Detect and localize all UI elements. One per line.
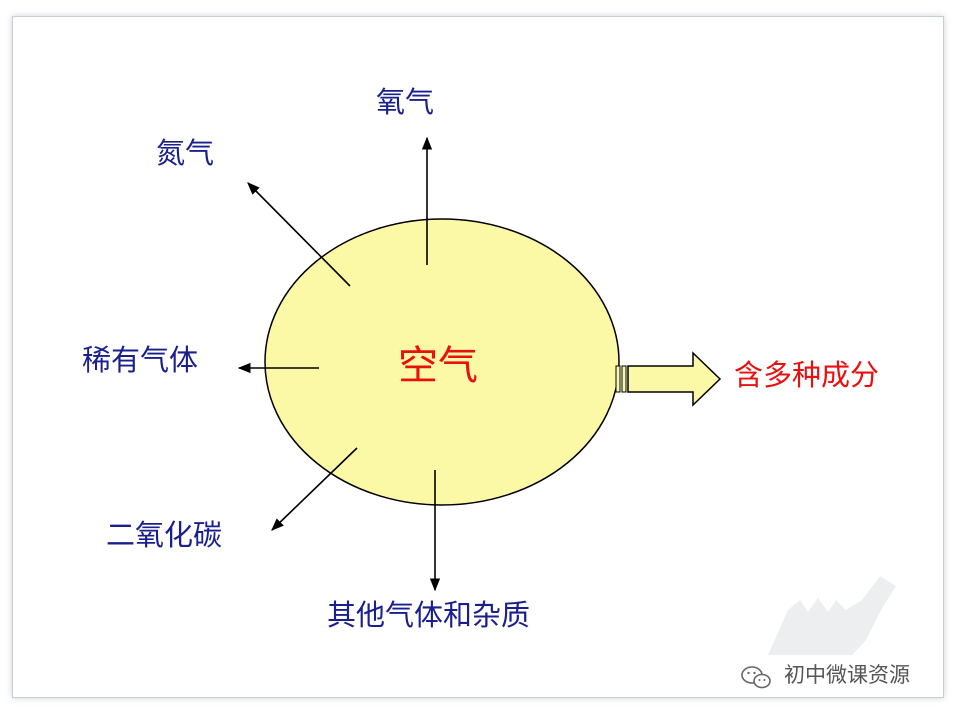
component-label-other-gases: 其他气体和杂质 [327,598,531,632]
air-ellipse [264,218,620,506]
watermark-logo [768,576,896,655]
arrow-to-nitrogen [247,182,351,287]
component-label-nitrogen: 氮气 [156,136,215,170]
block-arrow [615,351,722,407]
wechat-icon [741,666,771,689]
component-label-oxygen: 氧气 [376,85,435,119]
arrow-to-carbon-dioxide [271,447,358,531]
summary-label: 含多种成分 [734,358,880,392]
watermark-text: 初中微课资源 [784,663,910,687]
component-label-noble-gases: 稀有气体 [82,343,199,377]
component-label-carbon-dioxide: 二氧化碳 [106,518,223,552]
center-label: 空气 [398,343,478,389]
